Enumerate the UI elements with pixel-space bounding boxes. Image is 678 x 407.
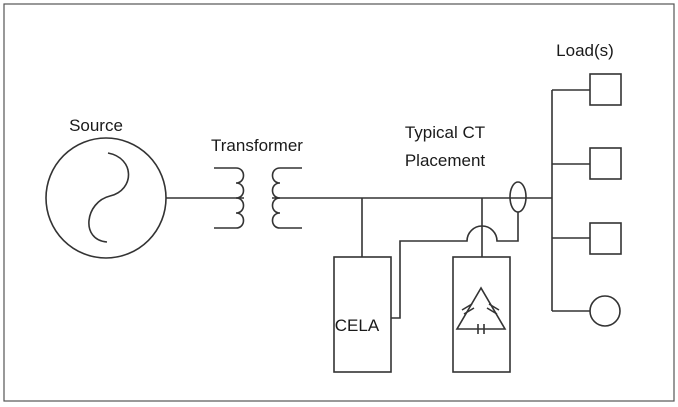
cap-mark <box>488 303 500 311</box>
diagram-border <box>3 3 675 402</box>
load-2-box <box>589 147 622 180</box>
delta-triangle <box>455 286 507 330</box>
sine-wave-icon <box>88 152 130 243</box>
loads-label: Load(s) <box>556 41 614 60</box>
cap-mark <box>463 307 475 315</box>
primary-coil <box>214 167 245 229</box>
cela-label: CELA <box>335 316 380 335</box>
load-3-box <box>589 222 622 255</box>
current-transformer-icon <box>509 181 527 213</box>
load-2 <box>552 147 622 180</box>
load-4 <box>552 295 621 327</box>
ct-signal-wire <box>391 212 519 319</box>
cap-mark <box>461 303 473 311</box>
load-1 <box>552 73 622 106</box>
source-label: Source <box>69 116 123 135</box>
load-1-box <box>589 73 622 106</box>
ct-label-line1: Typical CT <box>405 123 485 142</box>
ct-label-line2: Placement <box>405 151 486 170</box>
load-3 <box>552 222 622 255</box>
transformer-label: Transformer <box>211 136 303 155</box>
ac-source <box>45 137 167 259</box>
load-4-motor-icon <box>589 295 621 327</box>
delta-capacitor-icon <box>455 286 507 334</box>
capacitor-bank-box <box>452 256 511 373</box>
cap-mark <box>486 307 498 315</box>
cela-box <box>333 256 392 373</box>
